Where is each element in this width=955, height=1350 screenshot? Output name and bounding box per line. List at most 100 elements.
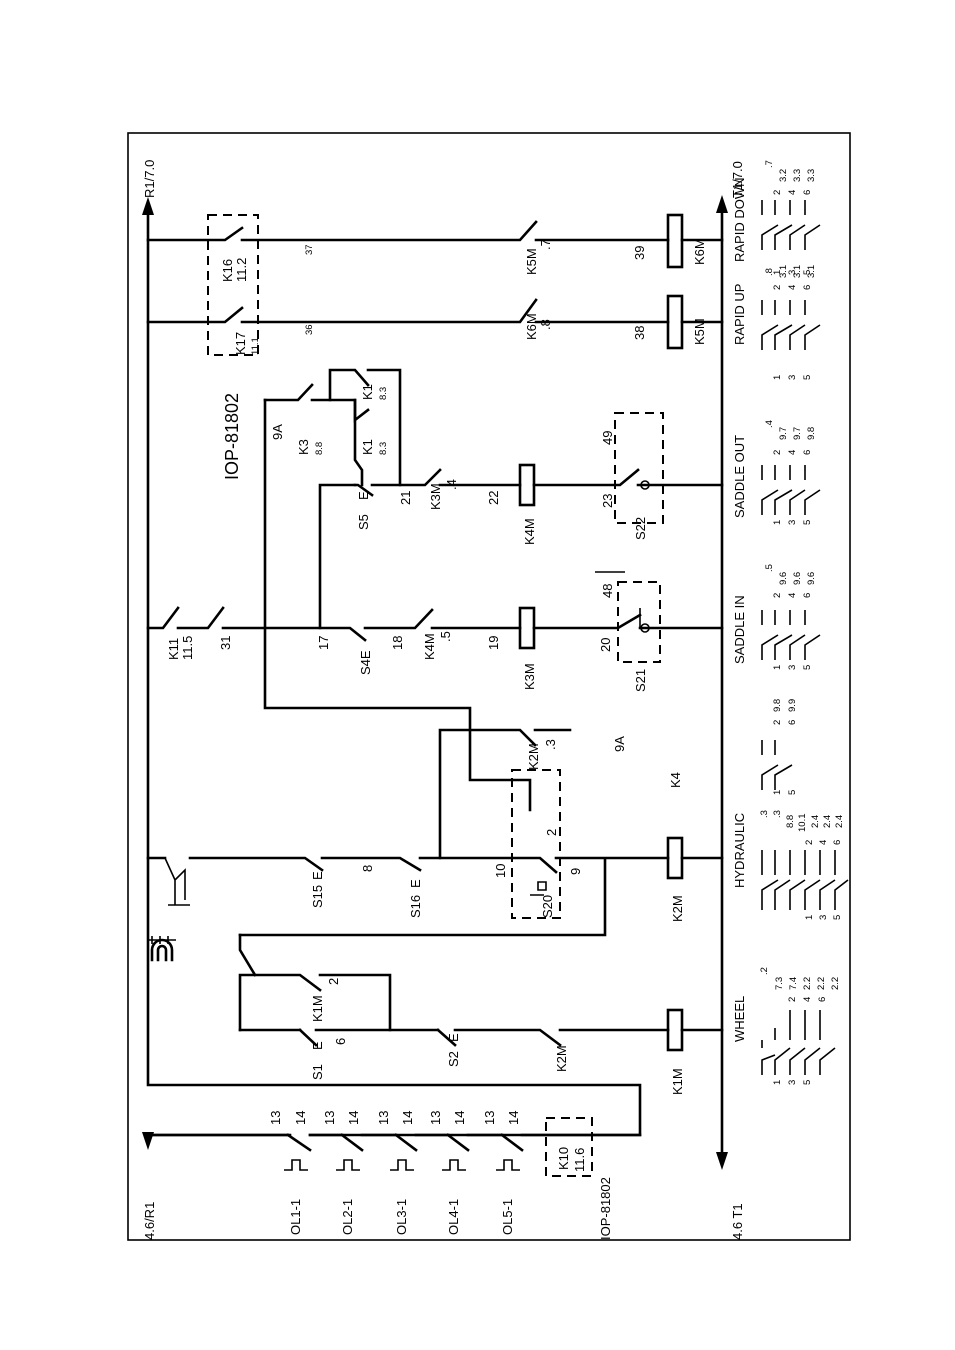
contact_tables-hydraulic-nums-5: 6 xyxy=(832,840,843,845)
s16-e: E xyxy=(408,879,423,888)
wire-9a: 9A xyxy=(270,424,285,440)
rung-rapid-up xyxy=(146,214,724,356)
k1a-label: K1 xyxy=(360,384,375,400)
terminal-right-top: R1/7.0 xyxy=(142,160,157,198)
wheel-title: WHEEL xyxy=(732,996,747,1042)
s1-e: E xyxy=(310,1041,325,1050)
s5-e: E xyxy=(356,491,371,500)
rapid-down-labels: K16 11.2 37 K5M .7 39 K6M RAPID DOWN xyxy=(220,178,747,283)
contact_tables-wheel-nums-3: 2 xyxy=(787,997,798,1002)
s20-label: S20 xyxy=(540,895,555,918)
wire-36: 36 xyxy=(304,324,315,335)
ol2-label: OL2-1 xyxy=(340,1199,355,1235)
overload-chain xyxy=(146,1117,642,1177)
k16-ref: 11.2 xyxy=(234,258,249,282)
k1b-ref: 8.3 xyxy=(378,442,389,455)
ol5-label: OL5-1 xyxy=(500,1199,515,1235)
k4m-contact-ref: .5 xyxy=(438,631,453,642)
saddle-out-labels: 9A K3 8.8 K1 8.3 K1 8.3 S5 E 21 K3M .4 2… xyxy=(270,384,747,545)
ol1-nc: 13 xyxy=(268,1111,283,1125)
saddle-in-labels: K11 11.5 31 17 S4E 18 K4M .5 19 K3M 20 S… xyxy=(166,584,747,692)
ol1-no: 14 xyxy=(293,1111,308,1125)
contact_tables-rapid_up-refs-0: .8 xyxy=(764,268,775,276)
contact_tables-wheel-nums-2: 5 xyxy=(802,1080,813,1085)
contact_tables-hydraulic-nums-2: 5 xyxy=(832,915,843,920)
contact_tables-saddle_in-nums-1: 3 xyxy=(787,665,798,670)
s15-label: S15 xyxy=(310,885,325,908)
contact_tables-saddle_out-refs-3: 9.8 xyxy=(806,427,817,440)
contact_tables-rapid_up-nums-1: 3 xyxy=(787,375,798,380)
wire-48: 48 xyxy=(600,584,615,598)
ol5-nc: 13 xyxy=(482,1111,497,1125)
s22-label: S22 xyxy=(633,517,648,540)
contact-table-wheel: 1 3 5 2 4 6 .2 7.3 7.4 2.2 2.2 2.2 xyxy=(759,967,841,1085)
coil-k5m xyxy=(666,294,684,350)
wire-22: 22 xyxy=(486,491,501,505)
contact_tables-saddle_out-nums-0: 1 xyxy=(772,520,783,525)
contact_tables-hydraulic-refs-2: 8.8 xyxy=(785,815,796,828)
contact_tables-k4-nums-0: 1 xyxy=(772,790,783,795)
ol2-nc: 13 xyxy=(322,1111,337,1125)
contact_tables-saddle_in-nums-3: 2 xyxy=(772,593,783,598)
contact_tables-saddle_out-nums-3: 2 xyxy=(772,450,783,455)
contact_tables-wheel-refs-1: 7.3 xyxy=(774,977,785,990)
k6m-contact-ref: .8 xyxy=(538,319,553,330)
contact_tables-rapid_down-nums-5: 6 xyxy=(802,190,813,195)
ol4-nc: 13 xyxy=(428,1111,443,1125)
wire-18: 18 xyxy=(390,636,405,650)
k17-label: K17 xyxy=(233,332,248,355)
coil-k1m xyxy=(666,1008,684,1052)
rapid-up-labels: IOP-81802 K17 11.1 36 K6M .8 38 K5M RAPI… xyxy=(222,284,747,480)
ol4-label: OL4-1 xyxy=(446,1199,461,1235)
saddle-out-title: SADDLE OUT xyxy=(732,435,747,518)
s4e-label: S4E xyxy=(358,650,373,675)
wire-17: 17 xyxy=(316,636,331,650)
contact_tables-hydraulic-refs-3: 10.1 xyxy=(797,814,808,833)
contact-table-rapid-up: 1 3 5 2 4 6 .8 3.1 3.1 3.1 xyxy=(761,265,821,380)
ol3-label: OL3-1 xyxy=(394,1199,409,1235)
contact_tables-saddle_in-nums-5: 6 xyxy=(802,593,813,598)
contact_tables-saddle_out-refs-1: 9.7 xyxy=(778,427,789,440)
contact_tables-hydraulic-nums-1: 3 xyxy=(818,915,829,920)
contact_tables-rapid_down-nums-3: 2 xyxy=(772,190,783,195)
s2-e: E xyxy=(446,1033,461,1042)
k1m-a: 2 xyxy=(326,978,341,985)
s20-2: 2 xyxy=(544,829,559,836)
contact_tables-saddle_out-refs-0: .4 xyxy=(764,420,775,428)
contact_tables-hydraulic-nums-3: 2 xyxy=(804,840,815,845)
contact_tables-k4-nums-2: 2 xyxy=(772,720,783,725)
terminal-right-bottom: T1/7.0 xyxy=(730,161,745,198)
iop-top-code: IOP-81802 xyxy=(222,393,242,480)
contact_tables-rapid_up-nums-5: 6 xyxy=(802,285,813,290)
contact_tables-rapid_up-nums-0: 1 xyxy=(772,375,783,380)
wire-39: 39 xyxy=(632,246,647,260)
rung-saddle-in xyxy=(146,483,724,663)
wire-38: 38 xyxy=(632,326,647,340)
contact_tables-wheel-nums-1: 3 xyxy=(787,1080,798,1085)
contact_tables-rapid_up-nums-4: 4 xyxy=(787,285,798,290)
k10-ref: 11.6 xyxy=(572,1148,587,1172)
iop-bottom-code: IOP-81802 xyxy=(598,1177,613,1240)
s5-label: S5 xyxy=(356,514,371,530)
k11-label: K11 xyxy=(166,638,181,660)
rung-wheel xyxy=(238,858,724,1052)
contact_tables-saddle_out-nums-2: 5 xyxy=(802,520,813,525)
contact_tables-saddle_in-refs-0: .5 xyxy=(764,564,775,572)
contact_tables-wheel-nums-5: 6 xyxy=(817,997,828,1002)
k5m-contact-label: K5M xyxy=(524,248,539,275)
coil-k3m-label: K3M xyxy=(522,663,537,690)
coil-k4m-label: K4M xyxy=(522,518,537,545)
saddle-in-title: SADDLE IN xyxy=(732,595,747,664)
ol3-no: 14 xyxy=(400,1111,415,1125)
contact_tables-wheel-refs-5: 2.2 xyxy=(830,977,841,990)
s2-label: S2 xyxy=(446,1051,461,1067)
contact_tables-k4-nums-3: 6 xyxy=(787,720,798,725)
contact_tables-saddle_out-nums-1: 3 xyxy=(787,520,798,525)
contact_tables-rapid_down-refs-2: 3.3 xyxy=(792,169,803,182)
ol3-nc: 13 xyxy=(376,1111,391,1125)
k3-ref: 8.8 xyxy=(314,442,325,455)
contact_tables-rapid_up-nums-3: 2 xyxy=(772,285,783,290)
coil-k6m xyxy=(666,213,684,269)
rail-t1 xyxy=(716,195,728,1170)
k3m-contact-label: K3M xyxy=(428,483,443,510)
